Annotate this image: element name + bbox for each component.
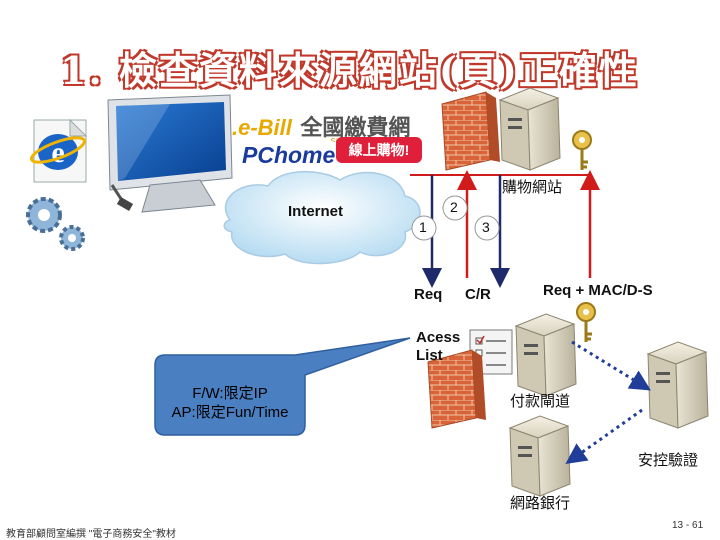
access-list-label-line1: Acess [416,329,461,346]
dotted-arrow-auth-bank [565,408,643,465]
callout-bubble [154,337,411,436]
req-mac-label: Req + MAC/D-S [543,282,653,299]
step-circle-2 [442,195,468,221]
page-number: 13 - 61 [672,520,704,531]
key-icon-middle [576,302,596,342]
payment-gateway-label: 付款閘道 [510,393,571,410]
browser-icon: e [30,118,88,183]
shopping-server [498,87,561,171]
callout-line-1: F/W:限定IP [192,385,268,402]
online-bank-label: 網路銀行 [510,495,571,512]
ebill-logo-name: 全國繳費網 [300,116,411,141]
pchome-logo-text: PChome [242,142,336,168]
dotted-arrow-gateway-auth [571,340,651,391]
auth-server [646,341,709,429]
access-list-label-line2: List [416,347,443,364]
callout-line-2: AP:限定Fun/Time [171,404,289,421]
step-circle-1 [411,215,437,241]
cr-label: C/R [465,286,491,303]
step-2-label: 2 [450,199,458,215]
computer-icon [107,94,233,213]
firewall-middle [427,349,486,429]
pchome-badge: 線上購物! [336,137,422,163]
req-label: Req [414,286,443,303]
step-3-label: 3 [482,219,490,235]
online-bank-server [508,415,571,497]
ebill-logo: .e-Bill 全國繳費網 [232,110,410,142]
footer-source: 教育部顧問室編撰 "電子商務安全"教材 [6,529,176,540]
step-circle-3 [474,215,500,241]
gears-icon [26,197,85,251]
shopping-site-label: 購物網站 [502,179,563,196]
auth-label: 安控驗證 [638,452,699,469]
key-icon-top [572,130,592,170]
step-1-label: 1 [419,219,427,235]
page-title: 1. 檢查資料來源網站(頁)正確性 [60,48,639,93]
payment-gateway-server [514,313,577,397]
internet-cloud [223,170,421,265]
internet-label: Internet [288,203,344,220]
ebill-logo-text: .e-Bill [232,115,292,140]
firewall-top [441,91,500,171]
